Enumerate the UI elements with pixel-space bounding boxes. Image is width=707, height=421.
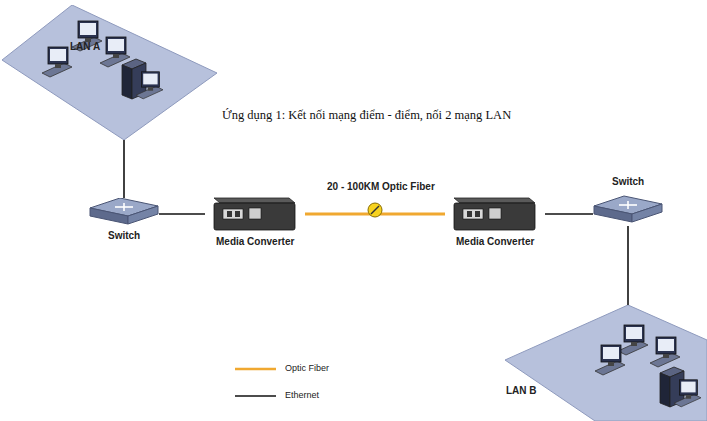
stand — [686, 395, 691, 399]
connector-line — [545, 213, 593, 215]
lan-graphic — [2, 5, 217, 140]
stand — [55, 64, 61, 68]
media-converter: Media Converter — [205, 196, 305, 248]
diagram-title: Ứng dụng 1: Kết nối mạng điểm - điểm, nố… — [222, 108, 511, 123]
switch-side — [632, 204, 662, 222]
screen — [681, 382, 695, 393]
computer-icon — [650, 337, 680, 367]
switch-arrow — [115, 206, 124, 208]
monitor — [78, 21, 98, 38]
converter-top — [214, 198, 295, 203]
keyboard — [42, 63, 72, 77]
connector-line — [123, 140, 125, 198]
stand — [663, 354, 669, 358]
screen — [143, 74, 157, 85]
switch-arrow — [124, 206, 133, 208]
monitor — [141, 72, 159, 87]
switch-front — [594, 206, 632, 222]
keyboard — [595, 361, 625, 375]
fiber-port-hole — [475, 211, 480, 217]
lan-panel — [505, 305, 707, 421]
ethernet-link — [159, 214, 205, 215]
lan-graphic — [500, 305, 707, 421]
node-label: LAN B — [506, 385, 537, 396]
node-label: LAN A — [70, 41, 100, 52]
ethernet-link — [628, 226, 629, 305]
monitor — [656, 337, 676, 354]
screen — [658, 339, 674, 351]
switch-arrow — [619, 204, 628, 206]
converter-top — [454, 198, 535, 203]
connector-line — [159, 213, 205, 215]
lan-region: LAN A — [2, 5, 217, 140]
lan-panel — [2, 5, 217, 140]
fiber-symbol-mark — [371, 206, 379, 214]
node-label: Switch — [108, 230, 140, 241]
computer-icon — [674, 380, 701, 407]
monitor — [679, 380, 697, 395]
switch-side — [128, 206, 158, 224]
computer-icon — [100, 37, 130, 67]
stand — [631, 342, 637, 346]
node-label: Switch — [612, 176, 644, 187]
switch-arrow — [123, 207, 125, 211]
computer-icon — [136, 72, 163, 99]
switch-arrow — [627, 205, 629, 209]
keyboard — [674, 394, 701, 407]
switch-arrow — [628, 204, 637, 206]
fiber-port-hole — [467, 211, 472, 217]
computer-icon — [42, 47, 72, 77]
switch-arrow — [123, 203, 125, 207]
monitor — [48, 47, 68, 64]
fiber-symbol — [368, 203, 382, 217]
media-converter: Media Converter — [445, 196, 545, 248]
connector-line — [627, 226, 629, 305]
fiber-port-hole — [227, 211, 232, 217]
monitor — [624, 325, 644, 342]
switch-front — [90, 208, 128, 224]
keyboard — [136, 86, 163, 99]
node-label: Media Converter — [456, 236, 534, 247]
switch-device: Switch — [89, 198, 159, 244]
fiber-link — [305, 203, 445, 217]
tower-side — [660, 373, 670, 407]
ethernet-link — [545, 214, 593, 215]
stand — [113, 54, 119, 58]
keyboard — [618, 341, 648, 355]
computer-icon — [595, 345, 625, 375]
switch-device: Switch — [593, 176, 663, 226]
screen — [108, 39, 124, 51]
node-label: Media Converter — [216, 236, 294, 247]
monitor — [601, 345, 621, 362]
screen — [603, 347, 619, 359]
monitor — [106, 37, 126, 54]
fiber-port — [463, 209, 483, 219]
edge-label: 20 - 100KM Optic Fiber — [325, 181, 437, 192]
lan-region: LAN B — [500, 305, 707, 421]
legend-fiber-sample — [235, 368, 276, 371]
keyboard — [650, 353, 680, 367]
fiber-port-hole — [235, 211, 240, 217]
stand — [148, 87, 153, 91]
switch-arrow — [627, 201, 629, 205]
legend-ethernet-sample — [235, 395, 276, 397]
rj45-port — [489, 208, 501, 219]
stand — [608, 362, 614, 366]
screen — [80, 23, 96, 35]
legend-text: Ethernet — [285, 390, 319, 400]
tower-side — [122, 65, 132, 99]
converter-body — [454, 203, 535, 230]
rj45-port — [249, 208, 261, 219]
converter-body — [214, 203, 295, 230]
fiber-port — [223, 209, 243, 219]
ethernet-link — [124, 140, 125, 198]
legend-text: Optic Fiber — [285, 363, 329, 373]
screen — [50, 49, 66, 61]
screen — [626, 327, 642, 339]
computer-icon — [618, 325, 648, 355]
